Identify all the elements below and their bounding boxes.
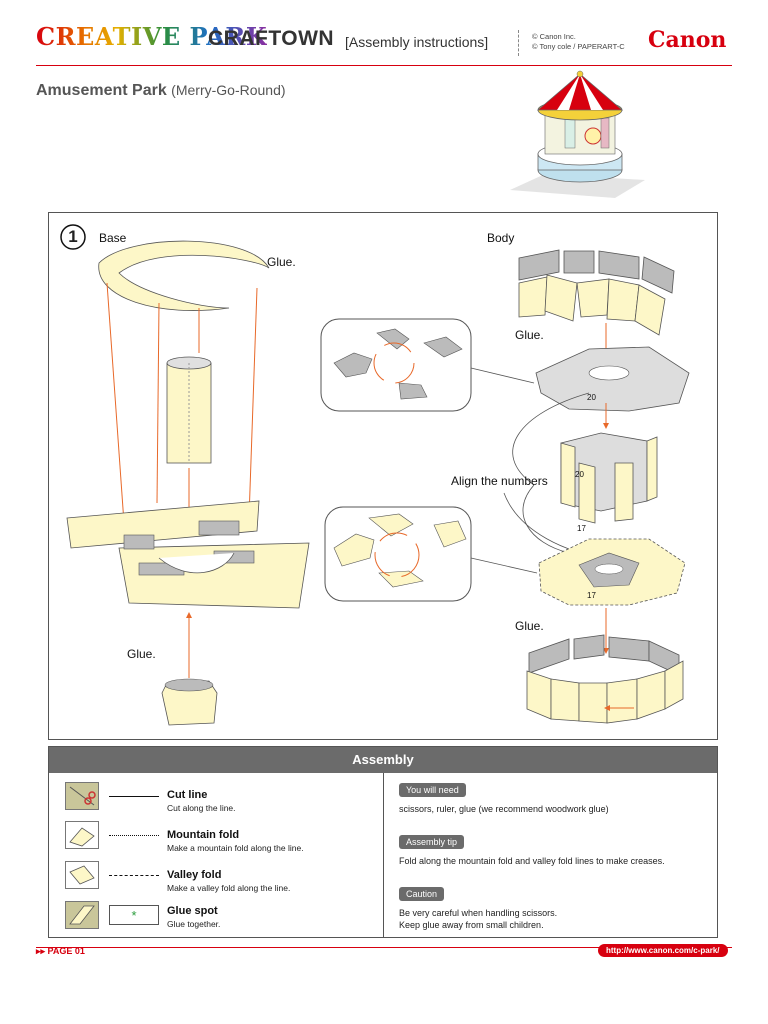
page-subtitle: (Merry-Go-Round) bbox=[171, 82, 286, 98]
merry-go-round-image bbox=[510, 70, 645, 198]
credit-author: © Tony cole / PAPERART-C bbox=[532, 42, 625, 51]
mountain-fold-line-sample bbox=[109, 835, 159, 836]
you-will-need-badge: You will need bbox=[399, 783, 466, 797]
page-number-text: PAGE 01 bbox=[47, 946, 85, 956]
scissors-icon bbox=[65, 782, 99, 810]
assembly-instructions-label: [Assembly instructions] bbox=[345, 34, 489, 50]
align-numbers-label: Align the numbers bbox=[451, 474, 548, 488]
step-panel: 1 Base Body Glue. Glue. Glue. Glue. Alig… bbox=[48, 212, 718, 740]
creative-park-logo: CREATIVE PARK bbox=[36, 22, 267, 51]
assembly-header: Assembly bbox=[49, 747, 717, 773]
assembly-tip-badge: Assembly tip bbox=[399, 835, 465, 849]
legend-mountain-desc: Make a mountain fold along the line. bbox=[167, 843, 304, 853]
number-20-plate: 20 bbox=[587, 393, 596, 402]
page-number: ▸▸ PAGE 01 bbox=[36, 946, 85, 956]
glue-icon bbox=[65, 901, 99, 929]
credit-canon: © Canon Inc. bbox=[532, 32, 576, 41]
footer-url-link[interactable]: http://www.canon.com/c-park/ bbox=[598, 944, 728, 957]
assembly-tip-text: Fold along the mountain fold and valley … bbox=[399, 856, 665, 866]
credits: © Canon Inc. © Tony cole / PAPERART-C bbox=[532, 32, 625, 52]
header-rule bbox=[36, 65, 732, 66]
glue-label-body-top: Glue. bbox=[515, 328, 544, 342]
number-17-gear: 17 bbox=[587, 591, 596, 600]
glue-label-body-bottom: Glue. bbox=[515, 619, 544, 633]
assembly-divider bbox=[383, 773, 384, 937]
canon-logo: Canon bbox=[648, 27, 727, 53]
legend-cut-title: Cut line bbox=[167, 789, 208, 801]
glue-label-base: Glue. bbox=[267, 255, 296, 269]
page-title: Amusement Park (Merry-Go-Round) bbox=[36, 82, 286, 100]
you-will-need-text: scissors, ruler, glue (we recommend wood… bbox=[399, 804, 609, 814]
caution-badge: Caution bbox=[399, 887, 445, 901]
page-title-main: Amusement Park bbox=[36, 82, 167, 99]
header-separator bbox=[518, 30, 520, 56]
base-label: Base bbox=[99, 231, 127, 245]
legend-glue-title: Glue spot bbox=[167, 905, 218, 917]
cut-line-sample bbox=[109, 796, 159, 797]
body-label: Body bbox=[487, 231, 515, 245]
assembly-diagram bbox=[60, 224, 690, 726]
legend-mountain-title: Mountain fold bbox=[167, 829, 240, 841]
number-20-cylinder: 20 bbox=[575, 470, 584, 479]
legend-cut-desc: Cut along the line. bbox=[167, 803, 236, 813]
legend-valley-title: Valley fold bbox=[167, 869, 222, 881]
legend-glue-desc: Glue together. bbox=[167, 919, 221, 929]
footer-rule bbox=[36, 947, 732, 948]
step-number: 1 bbox=[68, 227, 78, 246]
mountain-fold-icon bbox=[65, 821, 99, 849]
caution-text-2: Keep glue away from small children. bbox=[399, 920, 544, 930]
craftown-title: CRAFTOWN bbox=[208, 27, 335, 50]
legend-valley-desc: Make a valley fold along the line. bbox=[167, 883, 291, 893]
glue-spot-sample: * bbox=[109, 905, 159, 925]
valley-fold-icon bbox=[65, 861, 99, 889]
caution-text-1: Be very careful when handling scissors. bbox=[399, 908, 558, 918]
glue-label-bottom: Glue. bbox=[127, 647, 156, 661]
logo-text: CREATIVE PARK bbox=[36, 22, 268, 51]
valley-fold-line-sample bbox=[109, 875, 159, 876]
number-17-cylinder: 17 bbox=[577, 524, 586, 533]
assembly-panel: Assembly Cut line Cut along the line. Mo… bbox=[48, 746, 718, 938]
